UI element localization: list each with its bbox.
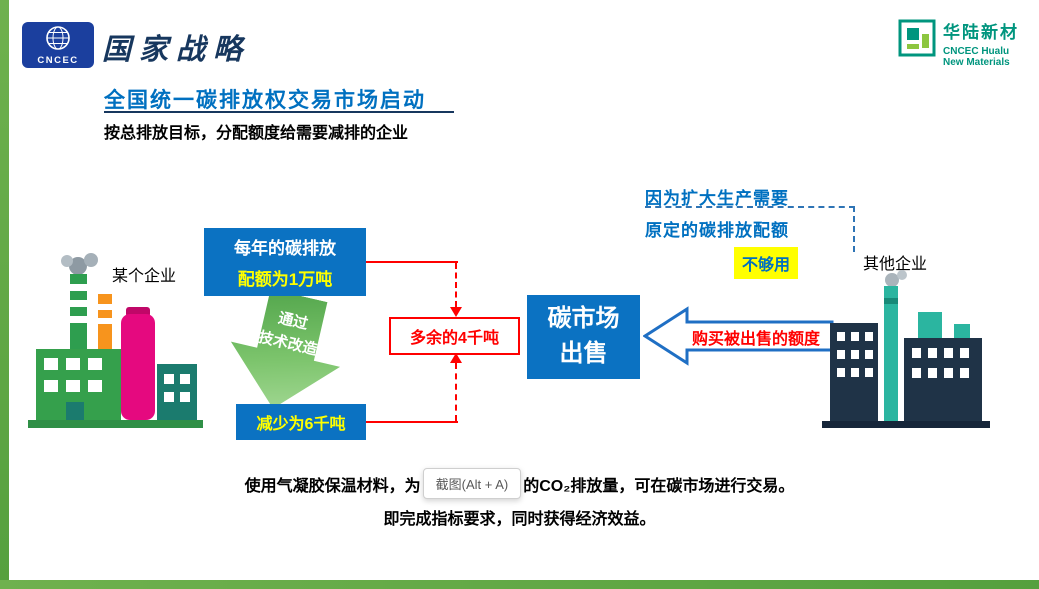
page-subtitle: 按总排放目标，分配额度给需要减排的企业 bbox=[104, 125, 409, 142]
smoke-icon bbox=[61, 253, 98, 275]
connector-top-line bbox=[366, 261, 458, 263]
cncec-logo: CNCEC bbox=[22, 22, 94, 68]
strategy-title: 国家战略 bbox=[102, 32, 251, 66]
carbon-market-line1: 碳市场 bbox=[547, 305, 620, 333]
right-factory-illustration bbox=[822, 270, 990, 428]
reduced-emission-box: 减少为6千吨 bbox=[236, 404, 366, 440]
connector-bottom-dashed bbox=[455, 363, 457, 421]
left-factory-illustration bbox=[28, 253, 203, 428]
footer-line1-prefix: 使用气凝胶保温材料，为 bbox=[244, 477, 421, 495]
smoke-icon bbox=[885, 270, 907, 287]
hualu-name-cn: 华陆新材 bbox=[943, 23, 1019, 42]
connector-bottom-line bbox=[366, 421, 458, 423]
reason-line2: 原定的碳排放配额 bbox=[645, 221, 789, 240]
technical-upgrade-arrow: 通过 技术改造 bbox=[218, 283, 353, 421]
bottom-green-bar bbox=[0, 580, 1039, 589]
arrow-up-icon bbox=[450, 353, 462, 363]
page-title: 全国统一碳排放权交易市场启动 bbox=[104, 89, 426, 112]
annual-quota-line1: 每年的碳排放 bbox=[234, 239, 336, 258]
globe-icon bbox=[46, 26, 70, 50]
footer-line2: 即完成指标要求，同时获得经济效益。 bbox=[383, 511, 656, 528]
annual-quota-box: 每年的碳排放 配额为1万吨 bbox=[204, 228, 366, 296]
surplus-label: 多余的4千吨 bbox=[410, 330, 499, 347]
cncec-logo-text: CNCEC bbox=[37, 55, 78, 66]
arrow-down-icon bbox=[450, 307, 462, 317]
title-underline bbox=[104, 111, 454, 113]
buy-arrow-label: 购买被出售的额度 bbox=[692, 331, 821, 348]
right-company-label: 其他企业 bbox=[863, 256, 928, 273]
hualu-logo-icon bbox=[898, 19, 936, 57]
arrow-text-line2: 技术改造 bbox=[256, 328, 320, 359]
left-company-label: 某个企业 bbox=[112, 268, 177, 285]
not-enough-badge: 不够用 bbox=[734, 247, 799, 279]
reason-dashed-line-v bbox=[853, 206, 855, 252]
carbon-market-box: 碳市场 出售 bbox=[527, 295, 640, 379]
left-green-bar bbox=[0, 0, 9, 589]
annual-quota-line2: 配额为1万吨 bbox=[237, 270, 333, 289]
surplus-box: 多余的4千吨 bbox=[389, 317, 520, 355]
connector-top-dashed bbox=[455, 263, 457, 307]
reason-line1: 因为扩大生产需要 bbox=[645, 189, 789, 208]
footer-line1-suffix: 的CO₂排放量，可在碳市场进行交易。 bbox=[523, 477, 795, 495]
hualu-name-en1: CNCEC Hualu bbox=[943, 46, 1010, 57]
screenshot-tooltip[interactable]: 截图(Alt + A) bbox=[422, 468, 522, 499]
hualu-logo: 华陆新材 CNCEC Hualu New Materials bbox=[898, 18, 1019, 68]
hualu-name-en2: New Materials bbox=[943, 57, 1010, 68]
carbon-market-line2: 出售 bbox=[559, 340, 608, 367]
footer-line1: 使用气凝胶保温材料，为 截图(Alt + A) 的CO₂排放量，可在碳市场进行交… bbox=[0, 468, 1039, 499]
reason-dashed-line-h bbox=[645, 206, 855, 208]
reduced-emission-label: 减少为6千吨 bbox=[256, 416, 346, 433]
